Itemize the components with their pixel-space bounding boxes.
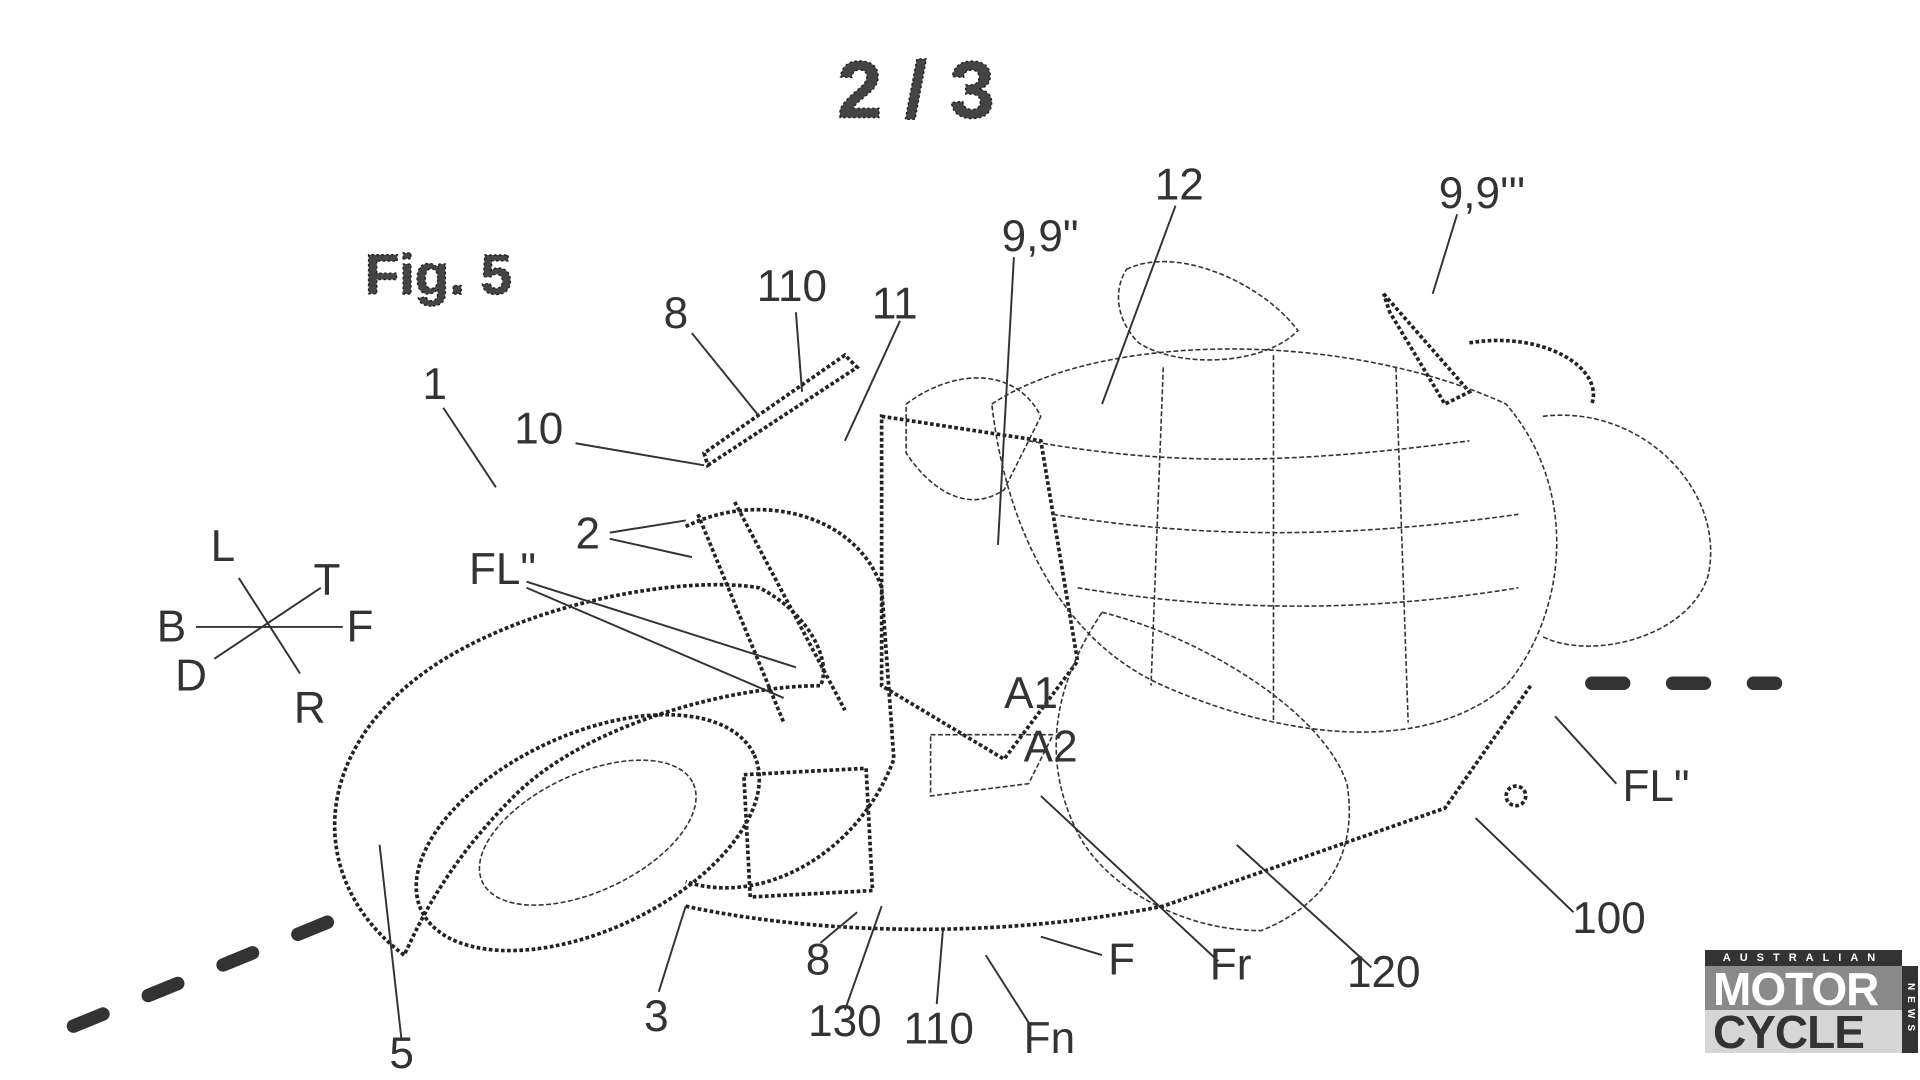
ref-110-bottom: 110: [904, 1004, 974, 1053]
ref-9-9-triple: 9,9''': [1439, 169, 1526, 218]
fork: [696, 501, 847, 724]
ref-5: 5: [389, 1029, 414, 1078]
rider-backpack: [1542, 414, 1712, 647]
ref-110-top: 110: [757, 262, 827, 311]
ref-8-top: 8: [664, 289, 689, 338]
ref-120: 120: [1347, 948, 1421, 997]
logo-news: NEWS: [1902, 966, 1918, 1053]
ref-100: 100: [1572, 894, 1646, 943]
motorcycle: [332, 292, 1596, 958]
rear-bodywork: [1469, 338, 1596, 405]
ref-a2: A2: [1024, 723, 1078, 772]
rider: [905, 260, 1712, 932]
page-indicator: 2 / 3: [837, 46, 994, 136]
rider-arm: [905, 377, 1042, 501]
engine-block: [741, 766, 875, 899]
ref-130: 130: [808, 997, 882, 1046]
reference-labels: 1 10 8 110 11 9,9" 12 9,9''' 2 FL" A1 A2…: [389, 161, 1689, 1078]
ref-1: 1: [422, 360, 447, 409]
watermark-logo: AUSTRALIAN MOTOR CYCLE NEWS: [1705, 950, 1918, 1055]
axis-label-r: R: [294, 683, 326, 732]
wheel-rim: [478, 759, 697, 906]
ref-fn: Fn: [1024, 1014, 1075, 1063]
ref-fr: Fr: [1210, 941, 1252, 990]
logo-motor: MOTOR: [1705, 966, 1902, 1012]
hatched-area: [929, 733, 1055, 797]
ref-fl-left: FL": [469, 545, 536, 594]
logo-cycle: CYCLE: [1705, 1009, 1902, 1055]
axis-label-l: L: [211, 522, 236, 571]
axis-label-b: B: [157, 603, 186, 652]
ref-a1: A1: [1004, 669, 1058, 718]
logo-australian: AUSTRALIAN: [1705, 950, 1902, 966]
ref-f: F: [1108, 936, 1135, 985]
ref-8-bottom: 8: [806, 936, 831, 985]
axis-arrows: [195, 577, 343, 674]
ref-9-9-double: 9,9": [1002, 212, 1079, 261]
footpeg: [1504, 784, 1528, 808]
front-tire: [332, 582, 826, 958]
rider-torso: [990, 348, 1558, 733]
ref-2: 2: [576, 510, 601, 559]
ref-11: 11: [872, 279, 918, 328]
axis-label-t: T: [313, 556, 340, 605]
body-frame: [879, 414, 1080, 762]
road-line-left: [66, 909, 350, 1033]
figure-title: Fig. 5: [365, 243, 512, 306]
ref-3: 3: [644, 992, 669, 1041]
rear-handlebar: [1381, 292, 1473, 407]
front-wheel: [414, 712, 762, 953]
direction-axes: L T B F D R: [157, 522, 374, 733]
rider-helmet: [1117, 260, 1300, 361]
axis-label-d: D: [175, 652, 207, 701]
rider-leg: [1055, 611, 1351, 932]
ref-12: 12: [1155, 161, 1204, 210]
rider-mesh-lines: [1028, 355, 1519, 723]
ref-fl-right: FL": [1622, 762, 1689, 811]
axis-label-f: F: [347, 603, 374, 652]
lower-frame: [685, 684, 1533, 932]
handlebar-left: [701, 352, 861, 469]
fairing: [684, 507, 896, 890]
ref-10: 10: [514, 404, 563, 453]
leader-lines: [378, 205, 1618, 1041]
